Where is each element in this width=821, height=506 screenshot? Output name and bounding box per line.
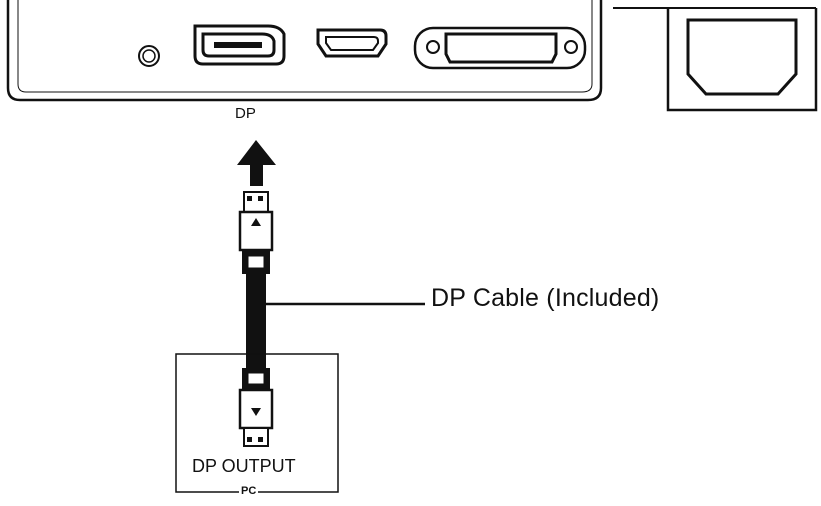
audio-jack-icon bbox=[138, 45, 160, 67]
displayport-plug-icon bbox=[238, 368, 274, 447]
monitor-io-panel bbox=[6, 0, 603, 102]
power-socket-icon bbox=[613, 7, 818, 112]
dp-cable bbox=[246, 274, 266, 370]
hdmi-port-icon bbox=[316, 28, 388, 58]
displayport-plug-icon bbox=[238, 191, 274, 274]
dp-port-label: DP bbox=[235, 105, 256, 122]
cable-label: DP Cable (Included) bbox=[431, 284, 660, 312]
dp-output-label: DP OUTPUT bbox=[192, 456, 296, 476]
dvi-port-icon bbox=[413, 26, 587, 70]
pc-label: PC bbox=[239, 485, 259, 497]
displayport-icon bbox=[193, 24, 286, 66]
arrow-up-icon bbox=[237, 140, 276, 186]
